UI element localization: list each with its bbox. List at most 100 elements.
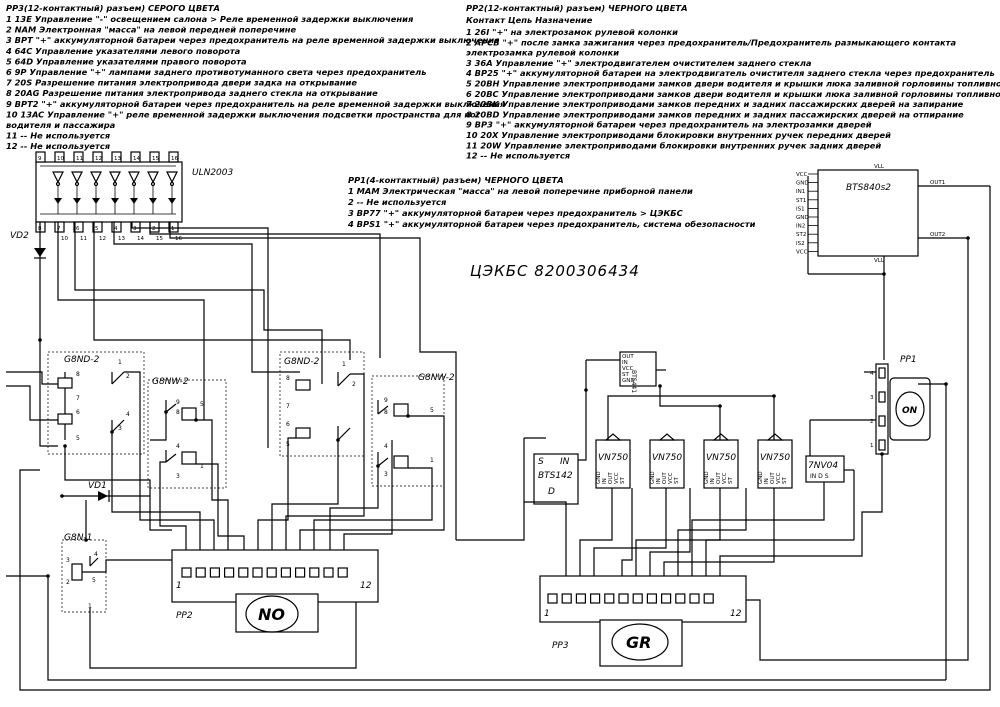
uln-driver-triangle <box>147 171 159 184</box>
uln-bottom-pin <box>92 221 103 233</box>
svg-text:1: 1 <box>342 361 346 368</box>
pp1-pin <box>878 367 886 379</box>
legend-pp3-line: 12 -- Не используется <box>6 141 111 151</box>
vn750-pin-label: OUT <box>662 472 668 484</box>
unit-code: ЦЭКБС 8200306434 <box>470 262 640 280</box>
vn750-pin-label: OUT <box>716 472 722 484</box>
uln-bottom-pin <box>54 221 65 233</box>
junction-dot <box>772 394 776 398</box>
junction-dot <box>718 404 722 408</box>
vn750-pin-label: OUT <box>608 472 614 484</box>
junction-dot <box>38 338 42 342</box>
uln-net-label: 13 <box>118 236 125 242</box>
uln-bottom-pin-label: 1 <box>171 226 175 232</box>
pp1-pin <box>878 391 886 403</box>
pp3-pin <box>660 593 672 604</box>
svg-text:4: 4 <box>176 443 180 450</box>
legend-pp3-line: 10 13AC Управление "+" реле временной за… <box>6 109 481 119</box>
svg-text:2: 2 <box>352 381 356 388</box>
uln-diode <box>130 198 138 204</box>
legend-pp2-line: 6 20BC Управление электроприводами замко… <box>466 89 1000 99</box>
pp3-pin <box>646 593 658 604</box>
vn750-pin-label: GND <box>704 471 710 484</box>
legend-pp3-line: 6 9P Управление "+" лампами заднего прот… <box>6 67 426 77</box>
legend-pp1-title: PP1(4-контактный) разъем) ЧЕРНОГО ЦВЕТА <box>348 175 564 185</box>
pp1-badge <box>895 391 925 427</box>
svg-text:IN: IN <box>560 457 570 467</box>
legend-pp2-line: 8 20BD Управление электроприводами замко… <box>466 109 964 119</box>
pp2-pin <box>195 567 206 578</box>
uln-top-pin <box>130 151 141 163</box>
svg-text:9: 9 <box>176 399 180 406</box>
bts441-pin-label: OUT <box>622 354 634 360</box>
relay-g8nd-left: G8ND-2 87 65 12 34 <box>47 351 145 455</box>
uln-diode <box>111 198 119 204</box>
vn750-pin-label: IN <box>602 478 608 484</box>
legend-pp1: PP1(4-контактный) разъем) ЧЕРНОГО ЦВЕТА … <box>347 175 756 229</box>
legend-pp3-line: 3 BPT "+" аккумуляторной батареи через п… <box>6 35 500 45</box>
bts840s2-label: BTS840s2 <box>846 183 891 193</box>
diode-vd2: VD2 <box>10 222 46 340</box>
svg-text:8: 8 <box>286 375 290 382</box>
svg-text:5: 5 <box>430 407 434 414</box>
uln-net-label: 15 <box>156 236 163 242</box>
junction-dot <box>110 430 114 434</box>
relay-g8n1-label: G8N-1 <box>64 533 92 543</box>
pp2-pin <box>295 567 306 578</box>
relay-g8n1: G8N-1 34 52 1 <box>61 533 107 613</box>
legend-pp3-line: 2 NAM Электронная "масса" на левой перед… <box>6 25 297 35</box>
pp1-pin <box>878 439 886 451</box>
junction-dot <box>336 438 340 442</box>
uln-top-pin <box>54 151 65 163</box>
legend-pp2-line: 9 BP3 "+" аккумуляторной батареи через п… <box>466 120 872 130</box>
pp3-pin <box>675 593 686 604</box>
svg-text:OUT1: OUT1 <box>930 180 945 186</box>
bts441-pin-label: VCC <box>622 366 634 372</box>
svg-text:S: S <box>538 457 544 467</box>
uln-driver-bubble <box>55 181 61 187</box>
legend-pp2-subtitle: Контакт Цепь Назначение <box>466 15 593 25</box>
vnd04-chip: 7NV04 IN D S <box>805 455 855 540</box>
legend-pp3-line: 1 13E Управление "-" освещением салона >… <box>6 14 414 24</box>
uln-driver-bubble <box>131 181 137 187</box>
svg-text:8: 8 <box>176 409 180 416</box>
svg-text:1: 1 <box>88 603 92 610</box>
uln-bottom-pin-label: 5 <box>95 226 99 232</box>
svg-text:VLL: VLL <box>874 258 885 264</box>
diode-vd1: VD1 <box>62 481 150 502</box>
uln-bottom-pin-label: 7 <box>57 226 61 232</box>
uln-net-label: 12 <box>99 236 106 242</box>
uln-bottom-pin-label: 2 <box>152 226 156 232</box>
pp1-pin <box>878 415 886 427</box>
legend-pp1-line: 3 BP77 "+" аккумуляторной батареи через … <box>348 208 684 218</box>
vn750-pin-label: VCC <box>614 472 620 484</box>
pp1-pin-label: 4 <box>870 371 874 377</box>
legend-pp2: PP2(12-контактный) разъем) ЧЕРНОГО ЦВЕТА… <box>465 3 1000 161</box>
pp3-badge <box>611 623 669 661</box>
bts441-pin-label: ST <box>622 372 629 378</box>
vn750-pin-label: VCC <box>668 472 674 484</box>
svg-text:1: 1 <box>430 457 434 464</box>
vn750-label: VN750 <box>706 453 736 463</box>
legend-pp3-line: 11 -- Не используется <box>6 131 111 141</box>
uln-bottom-pin-label: 6 <box>76 226 80 232</box>
bts840s2-pin-label: GND <box>796 215 809 221</box>
bts840s2-pin-label: VCC <box>796 172 808 178</box>
legend-pp2-line: 1 26I "+" на электрозамок рулевой колонк… <box>466 27 678 37</box>
bts840s2-pin-label: IS1 <box>796 206 805 212</box>
pp3-label: PP3 <box>552 641 569 651</box>
uln-bottom-pin <box>168 221 179 233</box>
vn750-pin-label: IN <box>656 478 662 484</box>
bts840s2-pin-label: VCC <box>796 249 808 255</box>
bts840s2-body <box>817 169 919 257</box>
pp2-label: PP2 <box>176 611 193 621</box>
legend-pp1-line: 2 -- Не используется <box>348 197 447 207</box>
legend-pp2-line: 11 20W Управление электроприводами блоки… <box>466 140 881 150</box>
relay-g8nw-left: G8NW-2 98 54 31 <box>147 377 227 489</box>
pp2-pin <box>209 567 220 578</box>
relay-coil-2 <box>57 413 73 425</box>
legend-pp2-line: электрозамка рулевой колонки <box>466 48 619 58</box>
pp3-pin <box>547 593 558 604</box>
